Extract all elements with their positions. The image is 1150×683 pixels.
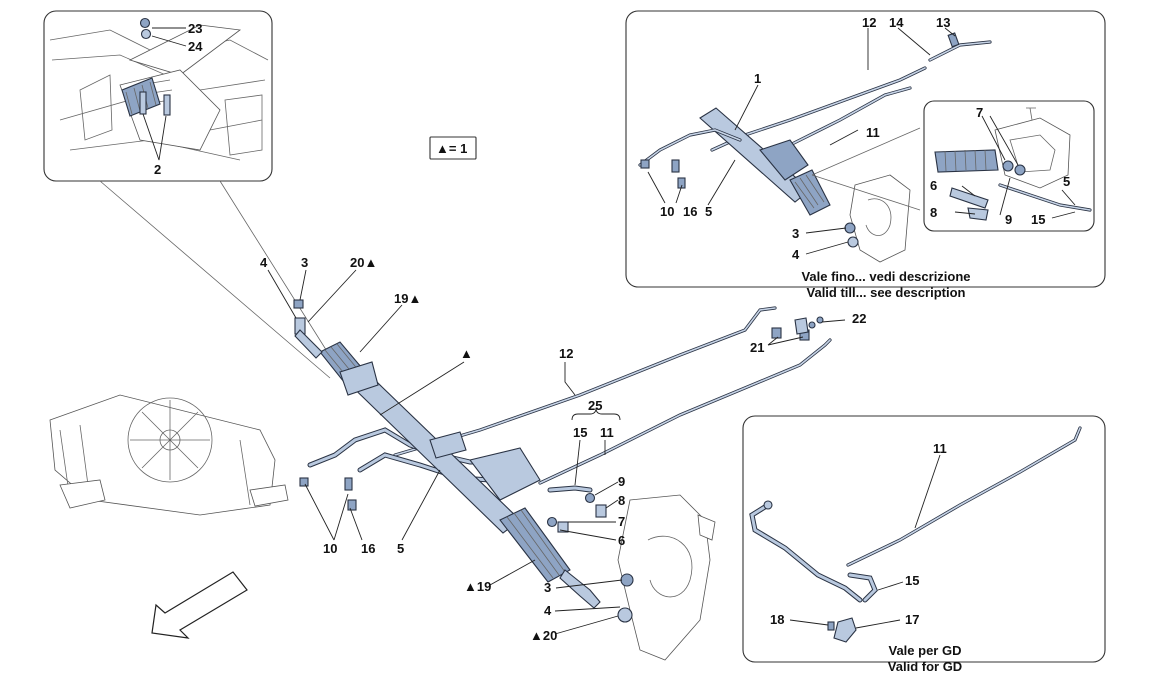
rack-valve-body: [469, 447, 541, 501]
inset-bolts: [139, 17, 171, 116]
label-r15: 15: [1031, 212, 1045, 227]
label-2: 2: [154, 162, 161, 177]
label-r1: 1: [754, 71, 761, 86]
inset-nut-23: [139, 17, 151, 29]
radiator-fan-context: [49, 394, 289, 516]
label-6a: 6: [618, 533, 625, 548]
label-triangle: ▲: [460, 346, 473, 361]
label-r9: 9: [1005, 212, 1012, 227]
inset-gd-frame: [742, 415, 1106, 663]
label-15a: 15: [573, 425, 587, 440]
label-r11: 11: [866, 125, 880, 140]
tie-rod-right: [559, 569, 601, 609]
label-10a: 10: [323, 541, 337, 556]
label-g11: 11: [933, 441, 947, 456]
nut-right: [620, 573, 634, 587]
label-r16: 16: [683, 204, 697, 219]
label-r8: 8: [930, 205, 937, 220]
label-11a: 11: [600, 425, 614, 440]
label-20b: ▲20: [530, 628, 557, 643]
label-24: 24: [188, 39, 203, 54]
label-8a: 8: [618, 493, 625, 508]
label-3b: 3: [544, 580, 551, 595]
label-g15: 15: [905, 573, 919, 588]
label-5a: 5: [397, 541, 404, 556]
direction-arrow-icon: [151, 571, 248, 639]
label-9a: 9: [618, 474, 625, 489]
label-4a: 4: [260, 255, 268, 270]
label-3a: 3: [301, 255, 308, 270]
label-r12: 12: [862, 15, 876, 30]
label-r10: 10: [660, 204, 674, 219]
inset-mounting-detail: 23 24 2: [43, 10, 273, 182]
inset-washer-24: [140, 28, 152, 40]
caption-valid-gd-en: Valid for GD: [888, 659, 962, 674]
label-r4: 4: [792, 247, 800, 262]
label-16a: 16: [361, 541, 375, 556]
label-r7: 7: [976, 105, 983, 120]
label-12a: 12: [559, 346, 573, 361]
hub-knuckle-context: [617, 494, 716, 661]
caption-valid-till-it: Vale fino... vedi descrizione: [801, 269, 970, 284]
nut-left: [293, 299, 304, 309]
label-22: 22: [852, 311, 866, 326]
legend-text: ▲= 1: [436, 141, 467, 156]
ball-joint-right: [617, 607, 633, 623]
label-21: 21: [750, 340, 764, 355]
label-g17: 17: [905, 612, 919, 627]
main-labels: 4 3 20▲ 19▲ ▲ 12 25 15 11 9 8 7 6 10 16 …: [260, 255, 866, 643]
label-r13: 13: [936, 15, 950, 30]
label-20a: 20▲: [350, 255, 377, 270]
inset-zoom-lines: [99, 180, 341, 379]
label-r14: 14: [889, 15, 904, 30]
caption-valid-till-en: Valid till... see description: [807, 285, 966, 300]
steering-rack: [293, 299, 601, 609]
label-25: 25: [588, 398, 602, 413]
loose-parts: [299, 316, 824, 533]
label-r5: 5: [705, 204, 712, 219]
label-g18: 18: [770, 612, 784, 627]
label-r3: 3: [792, 226, 799, 241]
inset-valid-for-gd: 11 15 18 17 Vale per GD Valid for GD: [742, 415, 1106, 674]
inset-valid-till: 12 14 13 1 11 7 6 8 9 5 15 10 16 5 3 4 V…: [625, 10, 1106, 300]
label-r6: 6: [930, 178, 937, 193]
label-4b: 4: [544, 603, 552, 618]
label-23: 23: [188, 21, 202, 36]
rack-boot-right: [499, 507, 571, 583]
caption-valid-gd-it: Vale per GD: [889, 643, 962, 658]
main-leaders: [267, 269, 846, 635]
label-19a: 19▲: [394, 291, 421, 306]
legend-box: ▲= 1: [429, 136, 477, 160]
label-r5b: 5: [1063, 174, 1070, 189]
label-19b: ▲19: [464, 579, 491, 594]
label-7a: 7: [618, 514, 625, 529]
